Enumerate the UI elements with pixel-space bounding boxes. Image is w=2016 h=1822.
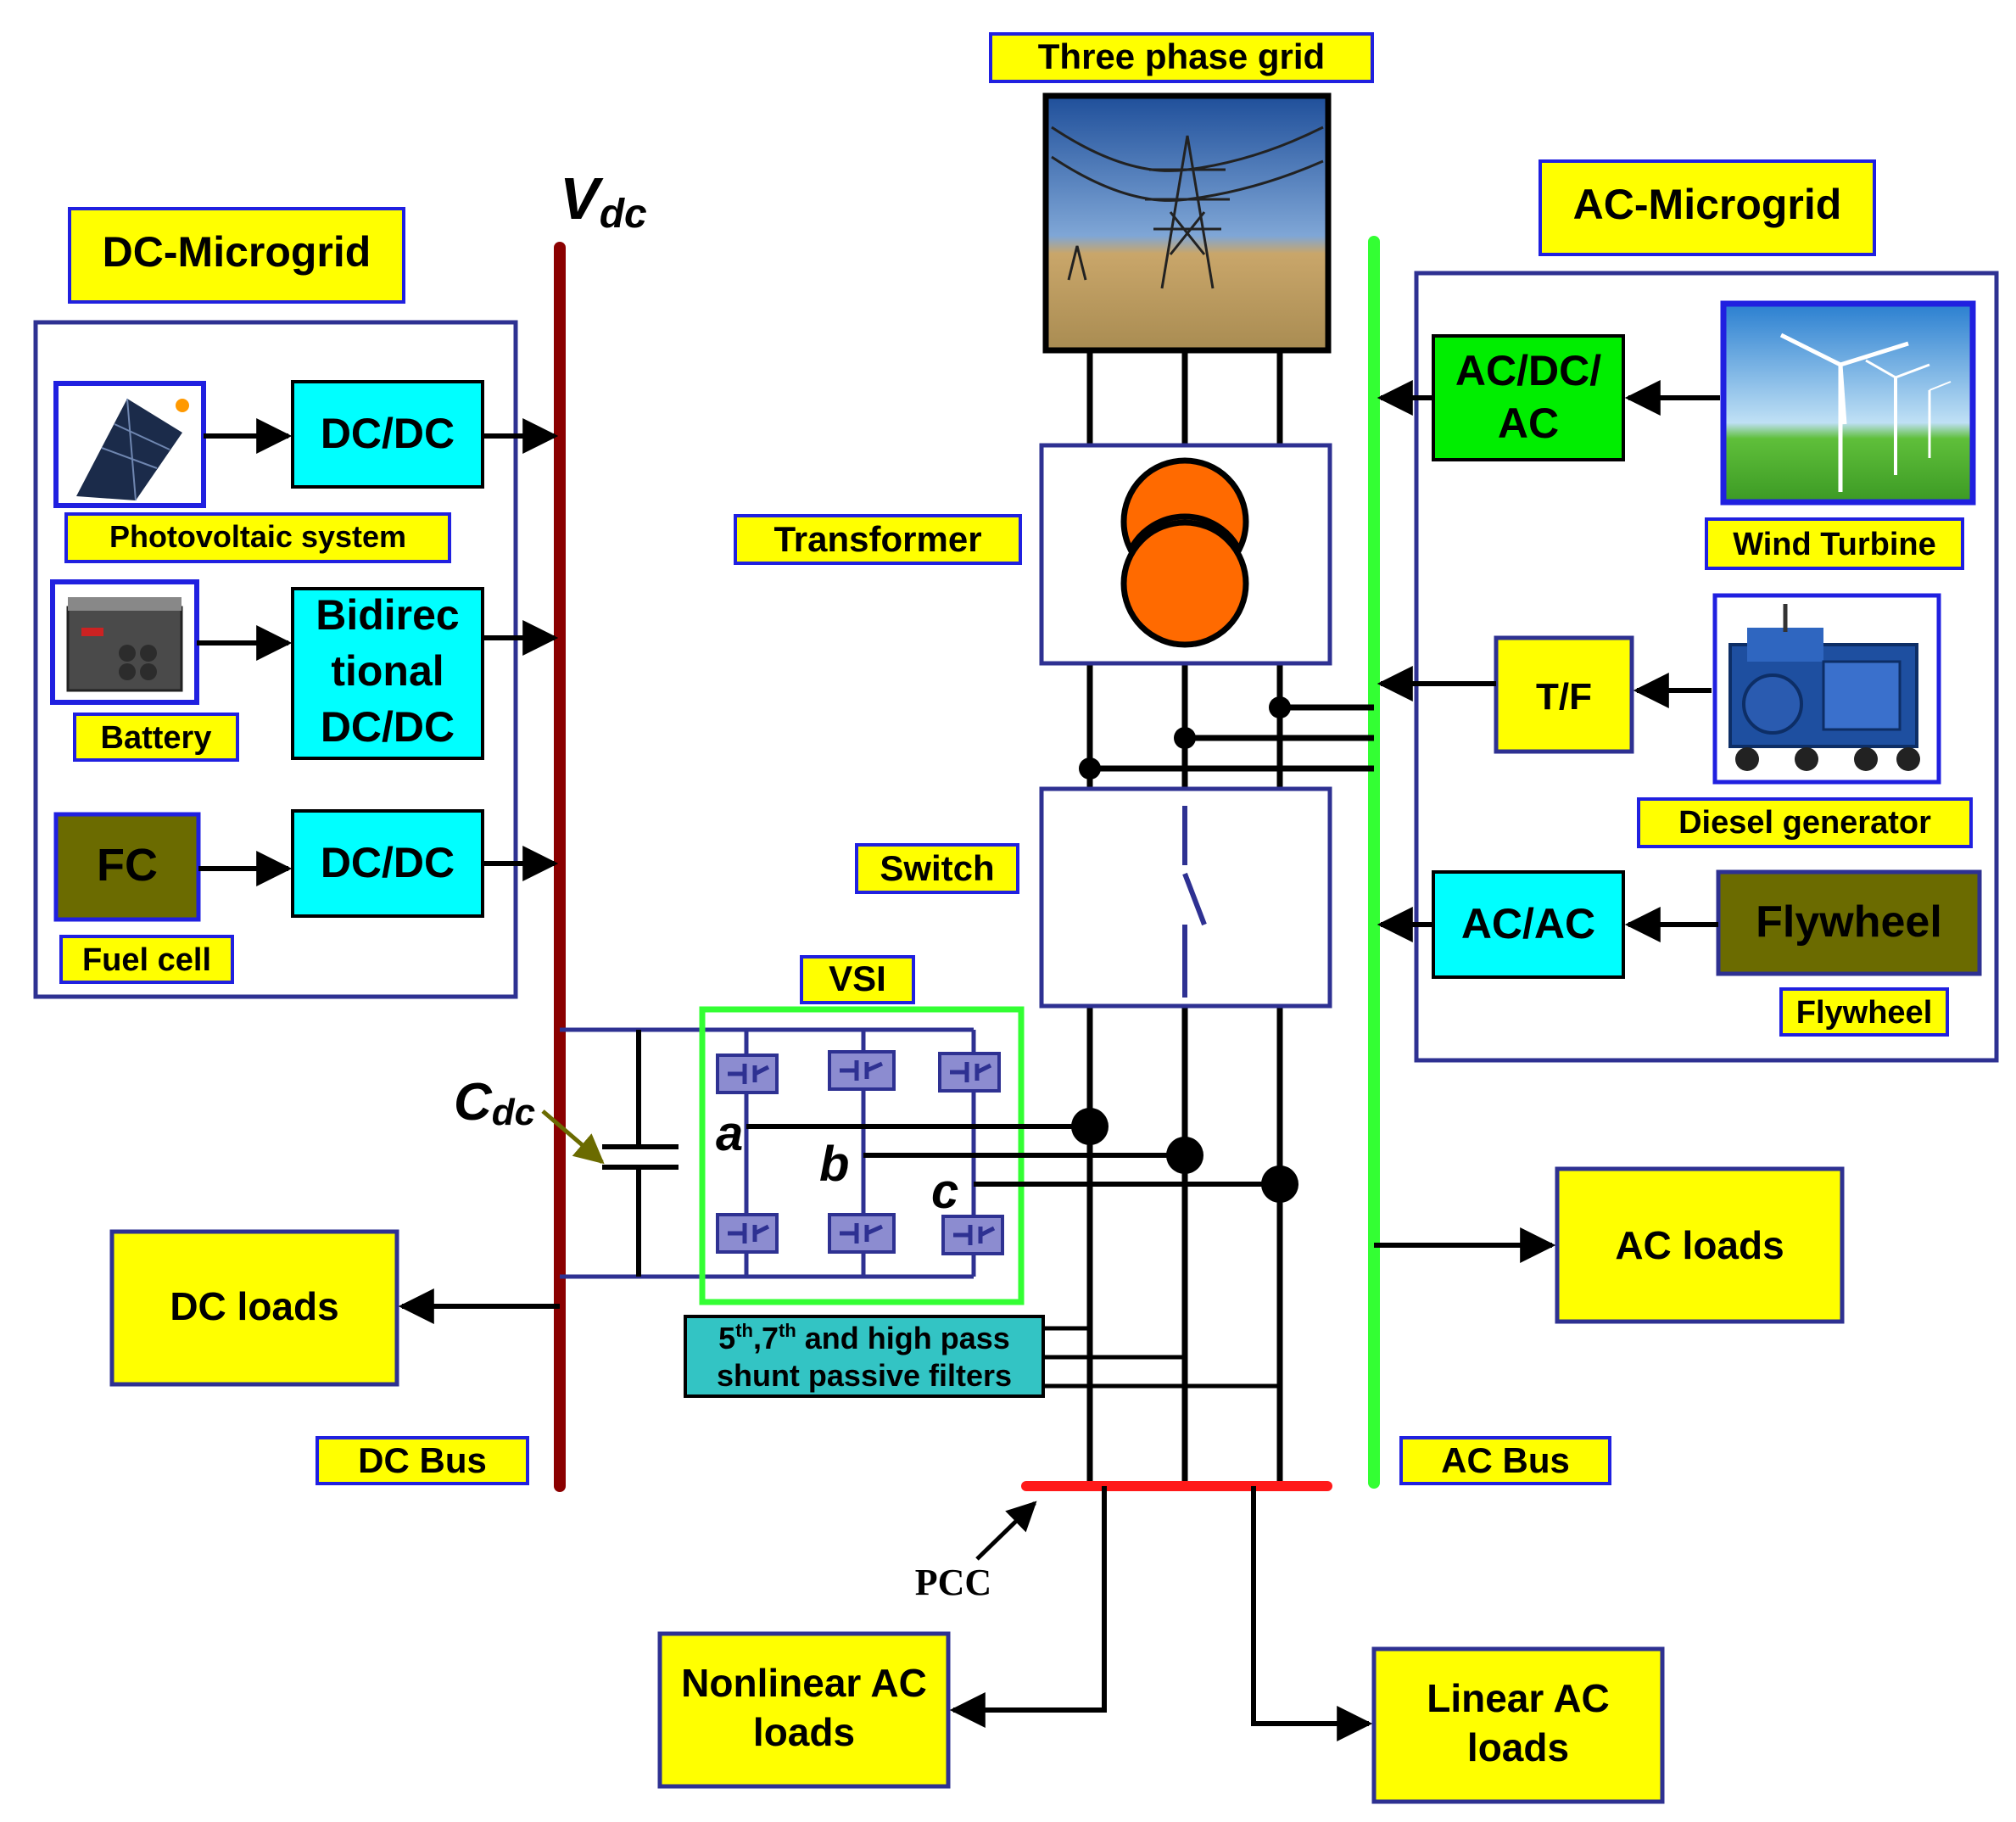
svg-text:Battery: Battery (101, 720, 212, 756)
wind-turbine-image (1720, 300, 1976, 506)
flywheel-block: Flywheel (1716, 869, 1982, 976)
dc-link-capacitor (602, 1030, 679, 1277)
tf-block: T/F (1494, 635, 1634, 754)
dc-microgrid-label: DC-Microgrid (68, 207, 405, 304)
svg-text:AC Bus: AC Bus (1441, 1440, 1570, 1480)
phase-b-label: b (819, 1137, 849, 1192)
transformer-box (1039, 443, 1332, 666)
svg-text:DC/DC: DC/DC (321, 703, 455, 751)
fc-block: FC (53, 812, 201, 922)
vdc-label: Vdc (560, 165, 647, 237)
fuel-cell-label: Fuel cell (59, 935, 234, 984)
svg-text:tional: tional (331, 647, 444, 695)
grid-tower-image (1042, 92, 1332, 354)
passive-filters-block: 5th,7th and high pass shunt passive filt… (684, 1315, 1045, 1398)
pv-label: Photovoltaic system (64, 512, 451, 563)
svg-text:Switch: Switch (880, 848, 994, 888)
svg-text:AC loads: AC loads (1615, 1223, 1784, 1267)
switch-label: Switch (855, 843, 1019, 894)
svg-text:Nonlinear AC: Nonlinear AC (681, 1661, 927, 1705)
svg-text:DC/DC: DC/DC (321, 839, 455, 886)
dc-bus-label: DC Bus (316, 1436, 529, 1485)
svg-text:Flywheel: Flywheel (1756, 897, 1942, 947)
svg-text:AC/DC/: AC/DC/ (1455, 347, 1601, 394)
flywheel-caption: Flywheel (1779, 987, 1949, 1037)
pcc-to-nonlinear-arrow (949, 1486, 1107, 1728)
vsi-phase-outputs (746, 1124, 1280, 1187)
linear-loads-block: Linear AC loads (1371, 1646, 1665, 1804)
svg-text:Three phase grid: Three phase grid (1038, 36, 1325, 76)
ac-microgrid-frame (1414, 271, 1999, 1063)
svg-text:Linear AC: Linear AC (1427, 1676, 1610, 1720)
vsi-switch-glyphs (728, 1060, 996, 1245)
svg-text:loads: loads (1467, 1725, 1569, 1769)
svg-text:DC loads: DC loads (170, 1284, 338, 1328)
svg-text:DC-Microgrid: DC-Microgrid (103, 228, 371, 276)
svg-text:Cdc: Cdc (454, 1073, 535, 1133)
pv-dcdc-block: DC/DC (291, 380, 484, 489)
fc-dcdc-block: DC/DC (291, 809, 484, 918)
phase-c-label: c (931, 1164, 958, 1219)
junction-dots-upper (1079, 696, 1291, 780)
svg-text:DC/DC: DC/DC (321, 410, 455, 457)
switch-box (1039, 786, 1332, 1009)
diesel-generator-image (1712, 593, 1941, 785)
svg-text:FC: FC (97, 840, 158, 891)
pcc-label: PCC (915, 1501, 1037, 1603)
acac-block: AC/AC (1432, 870, 1625, 979)
svg-text:loads: loads (753, 1710, 855, 1754)
svg-text:Photovoltaic system: Photovoltaic system (109, 519, 406, 554)
battery-image (50, 579, 199, 705)
three-phase-grid-label: Three phase grid (989, 32, 1374, 83)
cdc-label: Cdc (454, 1073, 605, 1165)
svg-text:Wind Turbine: Wind Turbine (1733, 527, 1936, 562)
bidirectional-dcdc-block: Bidirec tional DC/DC (291, 587, 484, 760)
filter-connections (1043, 1326, 1280, 1389)
svg-text:AC/AC: AC/AC (1461, 900, 1595, 947)
ac-bus-label: AC Bus (1399, 1436, 1611, 1485)
svg-text:shunt passive filters: shunt passive filters (717, 1358, 1012, 1393)
svg-text:Flywheel: Flywheel (1796, 995, 1933, 1031)
ac-microgrid-label: AC-Microgrid (1539, 159, 1876, 256)
svg-text:AC: AC (1498, 400, 1559, 447)
diesel-generator-label: Diesel generator (1637, 797, 1973, 848)
battery-label: Battery (73, 713, 239, 762)
pv-panel-image (53, 381, 206, 508)
ac-loads-block: AC loads (1555, 1166, 1845, 1324)
svg-text:Fuel cell: Fuel cell (82, 942, 211, 978)
wind-turbine-label: Wind Turbine (1705, 517, 1964, 570)
pcc-to-linear-arrow (1251, 1486, 1373, 1741)
transformer-label: Transformer (734, 514, 1022, 565)
svg-text:PCC: PCC (915, 1562, 991, 1603)
svg-text:AC-Microgrid: AC-Microgrid (1573, 181, 1842, 228)
dc-microgrid-frame (33, 320, 518, 999)
svg-text:T/F: T/F (1536, 676, 1592, 718)
dc-loads-block: DC loads (109, 1229, 399, 1387)
vsi-label: VSI (800, 955, 915, 1004)
acdcac-block: AC/DC/ AC (1432, 334, 1625, 461)
phase-a-label: a (716, 1106, 743, 1161)
svg-text:Diesel generator: Diesel generator (1678, 805, 1931, 841)
nonlinear-loads-block: Nonlinear AC loads (657, 1631, 951, 1789)
junction-dots-lower (1071, 1108, 1298, 1203)
svg-text:DC Bus: DC Bus (358, 1440, 487, 1480)
svg-text:Bidirec: Bidirec (316, 591, 460, 639)
svg-text:5th,7th and high pass: 5th,7th and high pass (718, 1320, 1010, 1355)
svg-text:Transformer: Transformer (773, 519, 981, 559)
svg-text:VSI: VSI (829, 959, 886, 998)
